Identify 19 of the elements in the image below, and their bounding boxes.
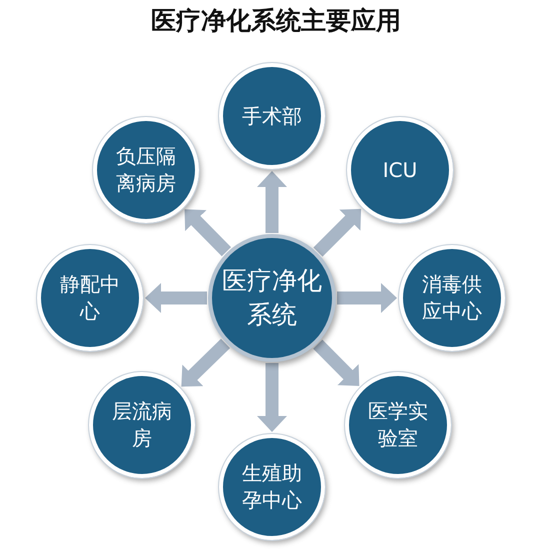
arrow [257, 171, 287, 233]
node-label: ICU [382, 156, 418, 184]
arrow [181, 338, 230, 387]
arrow [184, 209, 232, 256]
arrow [313, 340, 360, 386]
node-label: 手术部 [241, 102, 303, 130]
arrow [337, 283, 397, 313]
node-label: 生殖助孕中心 [241, 460, 303, 514]
node-label: 消毒供应中心 [421, 271, 483, 325]
node-label: 医疗净化系统 [221, 265, 323, 331]
arrow [145, 283, 207, 313]
arrow [313, 208, 362, 257]
title: 医疗净化系统主要应用 [150, 5, 402, 37]
node-label: 负压隔离病房 [115, 143, 177, 197]
node-label: 层流病房 [111, 398, 173, 452]
node-label: 医学实验室 [367, 398, 429, 452]
circle-node [208, 234, 336, 362]
arrow [257, 363, 287, 432]
node-label: 静配中心 [59, 271, 121, 325]
